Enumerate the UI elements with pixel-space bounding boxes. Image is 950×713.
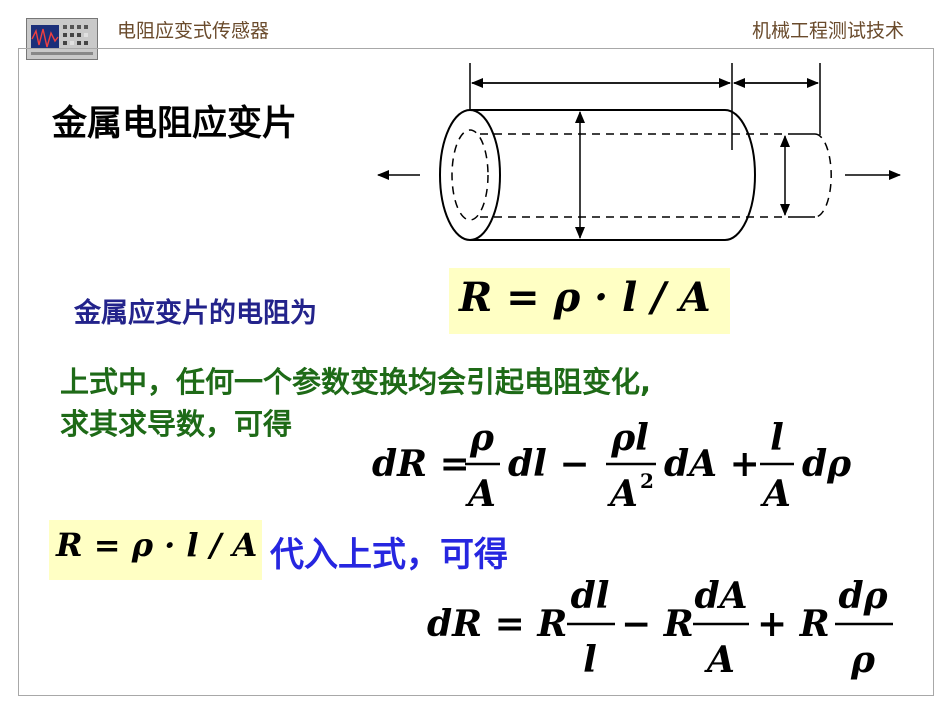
fr-t2-num: dA (694, 575, 747, 617)
formula-r-box (449, 268, 730, 334)
oscilloscope-thumbnail-icon (31, 25, 93, 55)
header-right-title: 机械工程测试技术 (752, 20, 905, 42)
header-logo (26, 18, 98, 60)
fd-lhs: dR = (372, 443, 470, 485)
fr-t1-den: l (583, 639, 597, 681)
slide-heading: 金属电阻应变片 (52, 104, 298, 144)
cylinder-hidden-lines (451, 129, 832, 221)
header-left-title: 电阻应变式传感器 (117, 20, 270, 42)
slide-frame (18, 48, 934, 696)
fr-lhs: dR = R (427, 603, 567, 645)
fd-t3-den: A (760, 473, 791, 515)
fr-t2-pre: − R (621, 603, 694, 645)
substitute-text: 代入上式，可得 (270, 535, 508, 575)
paragraph-line-2: 求其求导数，可得 (60, 407, 293, 441)
fr-t3-den: ρ (850, 639, 876, 681)
fd-t2-den: A (607, 473, 638, 515)
fd-t1-den: A (465, 473, 496, 515)
formula-r: R = ρ · l / A (459, 274, 711, 321)
dimension-lines (377, 63, 901, 239)
formula-derivative: dR = ρ A dl − ρl A 2 dA + l A dρ (372, 417, 852, 515)
paragraph-line-1: 上式中，任何一个参数变换均会引起电阻变化, (60, 365, 652, 399)
fd-t2-num: ρl (610, 417, 649, 459)
fd-t2-sup: 2 (640, 469, 654, 493)
fr-t3-pre: + R (757, 603, 830, 645)
substitute-formula-box (49, 520, 262, 580)
fd-t2-tail: dA + (664, 443, 760, 485)
fr-t1-num: dl (571, 575, 610, 617)
fr-t2-den: A (704, 639, 735, 681)
fr-t3-num: dρ (838, 575, 888, 617)
fd-t3-num: l (770, 417, 784, 459)
fd-t3-tail: dρ (802, 443, 852, 485)
formula-derivative-relative: dR = R dl l − R dA A + R dρ ρ (427, 575, 893, 681)
substitute-formula: R = ρ · l / A (56, 526, 258, 564)
fd-t1-num: ρ (469, 417, 495, 459)
cylinder-outline (439, 109, 756, 241)
fd-t1-tail: dl − (508, 443, 590, 485)
resistance-label: 金属应变片的电阻为 (74, 298, 317, 329)
wire-tension-diagram (377, 63, 901, 241)
